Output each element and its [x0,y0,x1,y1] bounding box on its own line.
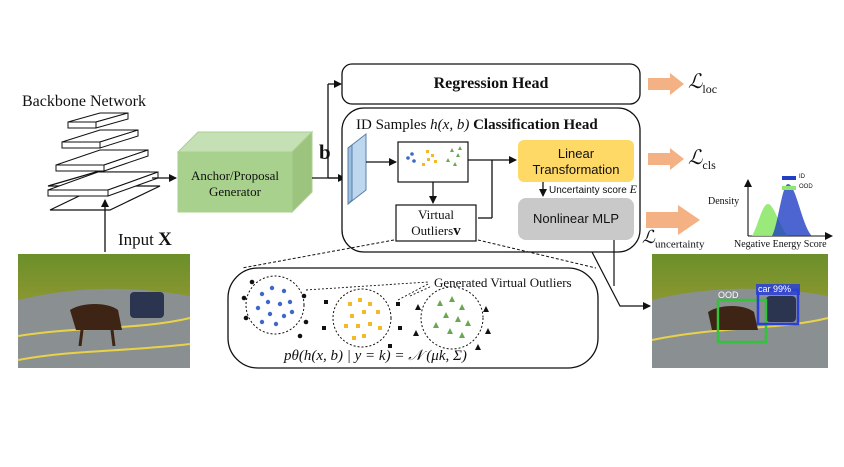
input-symbol: X [158,229,172,250]
virtual-outliers-symbol: v [453,223,461,239]
blue-cluster [241,275,309,339]
feature-symbol: b [319,140,331,164]
uncertainty-loss-arrow [646,205,700,235]
density-plot [744,176,833,240]
input-label: Input [118,230,154,249]
classification-head-label: Classification Head [473,117,598,133]
ood-detection-box [716,298,768,344]
legend-id-swatch [782,176,796,180]
layer-3 [55,149,149,172]
outliers-panel-box [227,267,599,369]
anchor-generator-line2: Generator [209,184,261,199]
id-samples-math: h(x, b) [430,117,470,133]
legend-id-label: ID [799,174,805,180]
linear-transformation-box [518,140,634,182]
uncertainty-loss-symbol: ℒ [642,227,655,247]
zoom-line-left [241,239,395,269]
car-detection-label: car 99% [758,284,792,294]
id-samples-box [397,141,469,183]
cls-loss-symbol: ℒ [688,147,703,169]
outlier-formula: pθ(h(x, b) | y = k) = 𝒩 (μk, Σ) [284,348,467,364]
virtual-outliers-line1: Virtual [417,207,455,222]
id-samples-dots [406,146,462,166]
regression-head-box [341,63,641,105]
uncertainty-score-text: Uncertainty score [549,185,627,196]
uncertainty-score-label: Uncertainty score E [549,183,637,196]
id-samples-prefix: ID Samples [356,117,427,133]
generated-outliers-label: Generated Virtual Outliers [434,275,572,290]
regression-head-label: Regression Head [433,75,549,92]
virtual-outliers-label: Virtual Outliersv [396,207,476,239]
uncertainty-loss-sub: uncertainty [654,238,705,251]
nonlinear-mlp-label: Nonlinear MLP [533,211,619,226]
input-label-group: Input X [118,230,172,249]
virtual-outliers-box [395,204,477,242]
backbone-title: Backbone Network [22,93,146,110]
anchor-generator-label: Anchor/Proposal Generator [178,168,292,200]
head-to-output-arrow [591,251,651,310]
feature-map [347,132,367,206]
cls-loss-sub: cls [702,158,716,172]
virtual-outliers-line2: Outliers [411,223,454,238]
linear-line1: Linear [557,146,595,161]
anchor-generator-box [176,130,314,214]
linear-line2: Transformation [532,162,620,177]
loc-loss-symbol: ℒ [688,71,703,93]
layer-2 [61,129,139,149]
green-cluster [413,286,491,350]
layer-1 [67,112,129,129]
moose-shape [70,304,122,330]
density-xlabel: Negative Energy Score [734,239,827,250]
cls-loss-label: ℒcls [688,148,716,171]
output-image [651,254,829,368]
outlier-pointer-lines [305,281,433,301]
uncertainty-loss-label: ℒuncertainty [642,228,704,251]
cls-loss-arrow [648,148,684,170]
nonlinear-mlp-box [518,198,634,240]
density-ylabel: Density [708,196,740,207]
anchor-generator-line1: Anchor/Proposal [190,168,280,183]
legend-ood-label: OOD [799,184,813,190]
input-image [17,254,191,368]
zoom-line-right [477,239,597,269]
loc-loss-arrow [648,73,684,95]
car-shape [130,292,164,318]
loc-loss-sub: loc [702,82,718,96]
id-samples-label: ID Samples h(x, b) Classification Head [356,118,598,133]
legend-ood-swatch [782,186,796,190]
loc-loss-label: ℒloc [688,72,717,95]
yellow-cluster [322,288,402,348]
ood-detection-label: OOD [718,290,739,300]
linear-transformation-label: Linear Transformation [518,146,634,178]
id-density-curve [772,184,812,236]
uncertainty-score-symbol: E [629,182,637,196]
backbone-layers [47,112,161,211]
